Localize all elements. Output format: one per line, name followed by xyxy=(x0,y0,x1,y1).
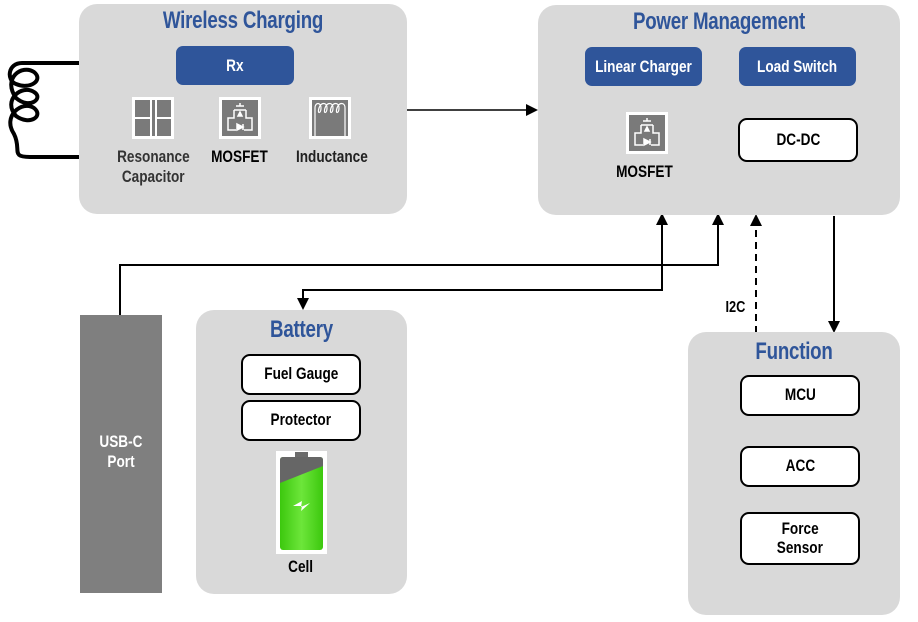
mcu-block[interactable]: MCU xyxy=(740,375,860,416)
mosfet-label: MOSFET xyxy=(210,147,268,166)
battery-panel: Battery Fuel Gauge Protector Cell xyxy=(196,310,407,594)
rx-block[interactable]: Rx xyxy=(176,46,294,85)
capacitor-icon xyxy=(132,97,174,139)
load-switch-block[interactable]: Load Switch xyxy=(739,47,856,86)
linear-charger-block[interactable]: Linear Charger xyxy=(585,47,702,86)
power-management-panel: Power Management Linear Charger Load Swi… xyxy=(538,5,900,215)
wireless-charging-title: Wireless Charging xyxy=(162,7,324,34)
power-management-title: Power Management xyxy=(632,8,806,35)
usb-to-power-arrow xyxy=(119,213,724,315)
pm-mosfet-label: MOSFET xyxy=(615,162,673,181)
receiver-coil-icon xyxy=(7,61,80,159)
protector-block[interactable]: Protector xyxy=(241,400,361,441)
battery-charging-icon xyxy=(276,451,327,554)
inductor-icon xyxy=(309,97,351,139)
i2c-label: I2C xyxy=(725,299,745,316)
mosfet-icon xyxy=(626,112,668,154)
fuel-gauge-block[interactable]: Fuel Gauge xyxy=(241,354,361,395)
function-title: Function xyxy=(755,338,833,365)
usb-c-port[interactable]: USB-C Port xyxy=(80,315,162,593)
dcdc-block[interactable]: DC-DC xyxy=(738,118,858,162)
inductance-label: Inductance xyxy=(296,147,368,166)
battery-title: Battery xyxy=(270,316,333,343)
wireless-charging-panel: Wireless Charging Rx Resonance Capacitor… xyxy=(79,4,407,214)
acc-block[interactable]: ACC xyxy=(740,446,860,487)
power-to-battery-arrow xyxy=(297,289,400,310)
resonance-capacitor-label: Resonance Capacitor xyxy=(116,147,190,186)
mosfet-icon xyxy=(219,97,261,139)
cell-label: Cell xyxy=(288,557,314,576)
